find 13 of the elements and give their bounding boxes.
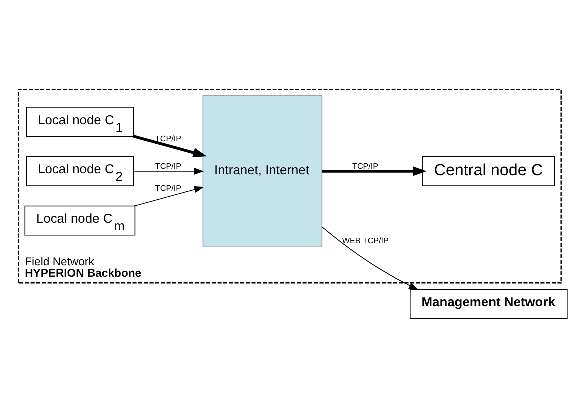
- edge-label: WEB TCP/IP: [342, 236, 389, 245]
- arrow: [134, 186, 204, 206]
- arrow: [133, 168, 204, 174]
- node-box: Intranet, Internet: [202, 94, 323, 248]
- edge-label: TCP/IP: [155, 134, 182, 144]
- edge-label: TCP/IP: [352, 162, 379, 171]
- node-box: Management Network: [410, 288, 568, 319]
- arrow: [133, 134, 208, 158]
- arrow: [322, 166, 427, 176]
- arrow: [322, 226, 419, 290]
- edge-label: TCP/IP: [155, 162, 182, 171]
- edge-label: TCP/IP: [155, 183, 182, 192]
- node-box: Central node C: [422, 156, 556, 186]
